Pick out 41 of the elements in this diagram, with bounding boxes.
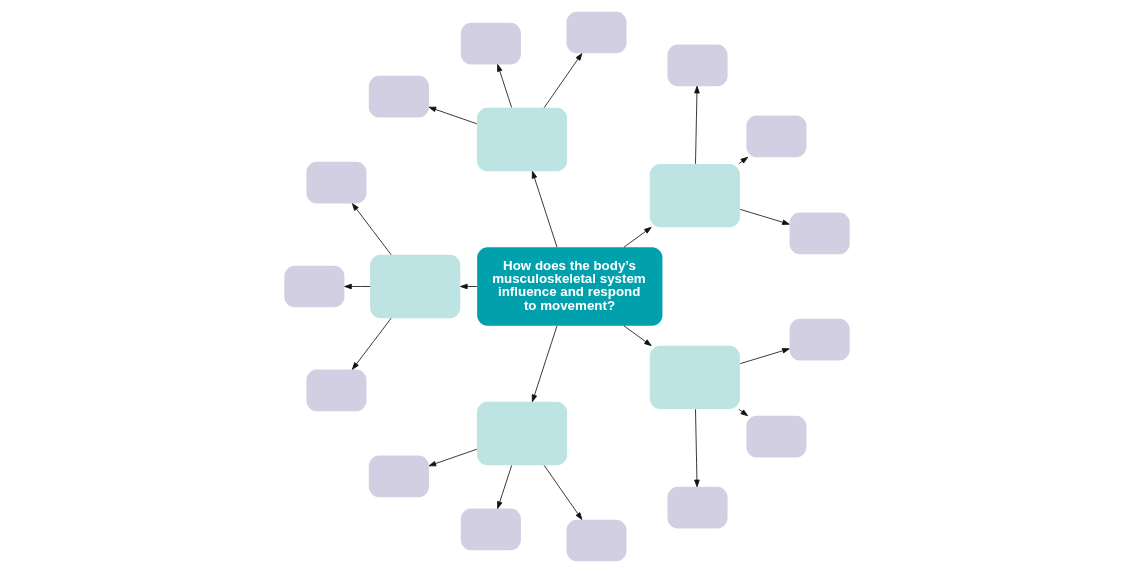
arrow bbox=[531, 170, 558, 248]
arrow bbox=[543, 464, 583, 520]
node-box bbox=[789, 212, 850, 255]
arrow bbox=[543, 53, 583, 109]
node-box: How does the body’s musculoskeletal system influence and respond to movement? bbox=[477, 247, 663, 326]
arrow bbox=[428, 106, 478, 125]
arrow bbox=[428, 448, 478, 467]
node-box bbox=[476, 107, 568, 172]
arrow bbox=[460, 283, 478, 290]
node-box bbox=[370, 254, 461, 319]
arrow bbox=[739, 208, 790, 225]
node-box bbox=[746, 115, 807, 158]
node-box bbox=[649, 163, 740, 228]
node-box bbox=[789, 318, 850, 361]
arrow bbox=[497, 465, 513, 509]
node-box bbox=[460, 22, 521, 65]
arrow bbox=[738, 408, 749, 417]
arrow bbox=[738, 156, 749, 165]
node-box bbox=[667, 486, 728, 529]
node-box bbox=[306, 369, 367, 412]
arrow bbox=[623, 325, 652, 347]
arrow bbox=[739, 348, 790, 365]
node-box bbox=[476, 401, 568, 466]
node-box bbox=[566, 519, 627, 562]
arrow bbox=[352, 317, 392, 370]
node-box bbox=[460, 508, 521, 551]
node-box bbox=[306, 161, 367, 204]
node-box bbox=[667, 44, 728, 87]
arrow bbox=[497, 64, 513, 108]
arrow bbox=[352, 203, 392, 256]
node-box bbox=[368, 455, 429, 498]
arrow bbox=[694, 85, 700, 165]
arrow bbox=[531, 325, 558, 403]
node-box bbox=[566, 11, 627, 54]
node-box bbox=[284, 265, 345, 308]
node-box bbox=[746, 415, 807, 458]
arrow bbox=[694, 408, 700, 488]
arrow bbox=[623, 226, 652, 248]
arrow bbox=[344, 283, 371, 290]
node-box bbox=[368, 75, 429, 118]
node-box bbox=[649, 345, 740, 410]
